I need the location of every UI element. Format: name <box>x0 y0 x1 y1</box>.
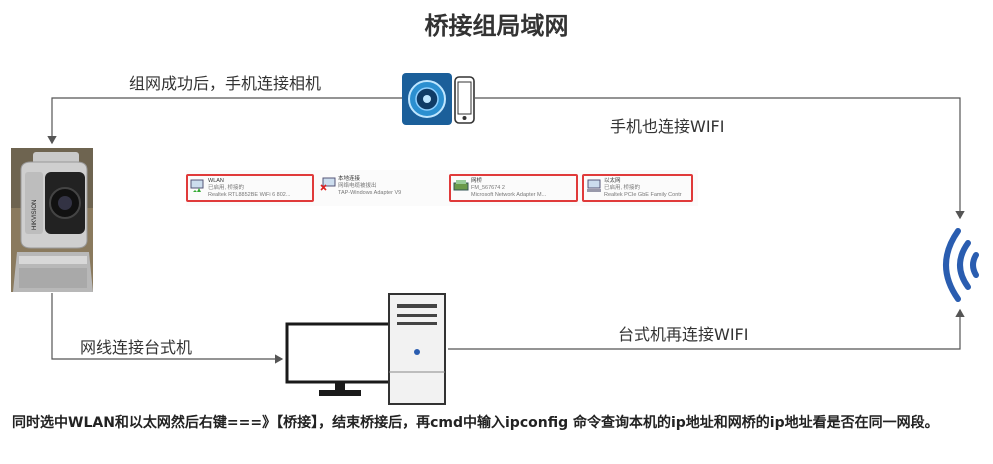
ethernet-adapter-icon <box>587 179 601 192</box>
camera-to-desktop-line <box>51 293 284 364</box>
adapter-local[interactable]: 本地连接 网络电缆被拔出 TAP-Windows Adapter V9 <box>318 174 444 202</box>
label-camera-to-phone: 组网成功后，手机连接相机 <box>129 74 322 93</box>
adapter-status: FM_567674 2 <box>471 185 505 191</box>
wifi-adapter-icon <box>190 179 204 192</box>
adapter-device: Microsoft Network Adapter M... <box>471 192 547 198</box>
phone-icon <box>454 76 475 124</box>
adapter-device: Realtek PCIe GbE Family Contr <box>604 192 682 198</box>
adapter-status: 网络电缆被拔出 <box>338 183 377 189</box>
desktop-to-wifi-line <box>448 308 965 350</box>
disconnected-adapter-icon <box>320 177 336 191</box>
diagram-title: 桥接组局域网 <box>424 12 569 40</box>
adapter-wlan[interactable]: WLAN 已启用, 桥接的 Realtek RTL8852BE WiFi 6 8… <box>186 174 314 202</box>
label-camera-lan: 网线连接台式机 <box>80 338 193 357</box>
network-adapters-strip: WLAN 已启用, 桥接的 Realtek RTL8852BE WiFi 6 8… <box>186 170 698 206</box>
wifi-signal-icon <box>930 225 980 305</box>
adapter-status: 已启用, 桥接的 <box>604 185 641 191</box>
phone-to-camera-line <box>47 97 402 145</box>
tower-icon <box>387 292 447 406</box>
camera-brand-text: HIKVISION <box>32 200 38 230</box>
adapter-ethernet[interactable]: 以太网 已启用, 桥接的 Realtek PCIe GbE Family Con… <box>582 174 693 202</box>
adapter-name: WLAN <box>208 178 224 184</box>
monitor-icon <box>285 322 395 400</box>
instruction-note: 同时选中WLAN和以太网然后右键===》【桥接】，结束桥接后，再cmd中输入ip… <box>12 415 939 431</box>
label-desktop-wifi: 台式机再连接WIFI <box>618 325 749 344</box>
adapter-name: 以太网 <box>604 178 621 184</box>
adapter-name: 本地连接 <box>338 176 361 182</box>
phone-app-icon <box>402 73 452 125</box>
bridge-adapter-icon <box>453 180 469 191</box>
adapter-bridge[interactable]: 网桥 FM_567674 2 Microsoft Network Adapter… <box>449 174 578 202</box>
adapter-device: TAP-Windows Adapter V9 <box>338 190 402 196</box>
adapter-name: 网桥 <box>471 178 483 184</box>
label-phone-wifi: 手机也连接WIFI <box>610 117 725 136</box>
adapter-status: 已启用, 桥接的 <box>208 185 245 191</box>
adapter-device: Realtek RTL8852BE WiFi 6 802... <box>208 192 291 198</box>
phone-to-wifi-line <box>475 97 965 220</box>
camera: HIKVISION <box>11 148 93 292</box>
